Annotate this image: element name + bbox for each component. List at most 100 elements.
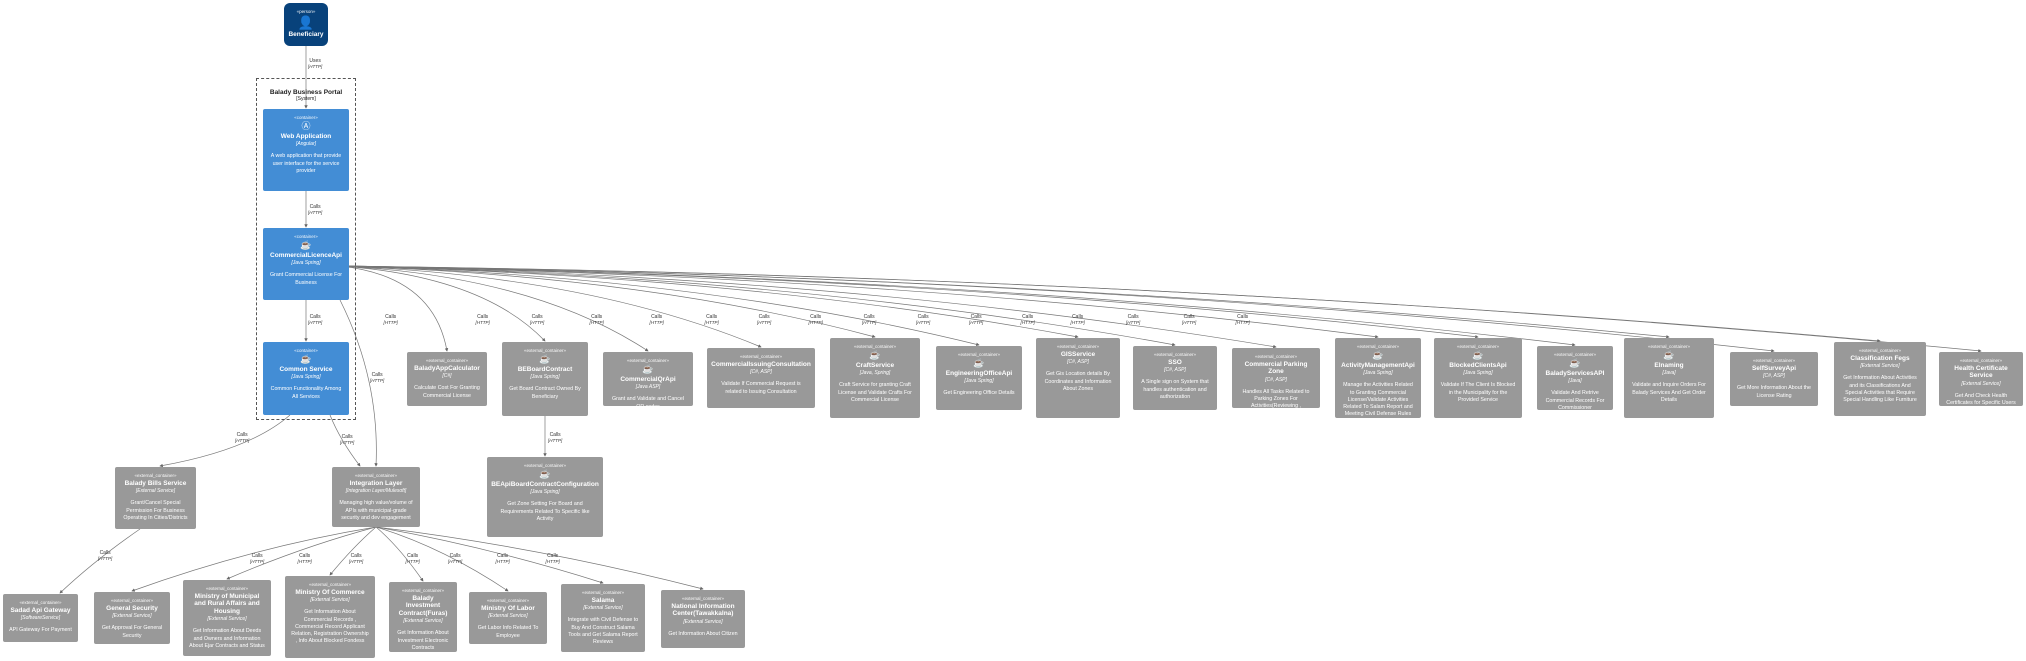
- relationship-verb: Calls: [1183, 314, 1195, 320]
- relationship-arrow: [339, 265, 546, 342]
- relationship-arrow: [339, 265, 1079, 339]
- relationship-tech: [HTTP]: [475, 320, 490, 326]
- node-tech: [External Service]: [683, 618, 723, 625]
- balady-bills-service[interactable]: «external_container» Balady Bills Servic…: [115, 467, 196, 529]
- node-tech: [Java, Spring]: [859, 370, 891, 377]
- stereotype: «external_container»: [1056, 344, 1100, 349]
- commercialissuingconsultation-container[interactable]: «external_container»CommercialIssuingCon…: [707, 348, 815, 408]
- stereotype: «external_container»: [134, 473, 177, 478]
- node-tech: [External Service]: [135, 488, 176, 495]
- elnaming-container[interactable]: «external_container»☕Elnaming[Java]Valid…: [1624, 338, 1714, 418]
- node-desc: Validate And Retrive Commercial Records …: [1545, 390, 1605, 411]
- balady-investment-contract-furas-container[interactable]: «external_container»Balady Investment Co…: [389, 582, 457, 652]
- relationship-tech: [HTTP]: [308, 210, 323, 216]
- relationship-label: Uses[HTTP]: [308, 58, 322, 70]
- relationship-label: Calls[HTTP]: [1021, 314, 1035, 326]
- selfsurveyapi-container[interactable]: «external_container»SelfSurveyApi[C#, AS…: [1730, 352, 1818, 406]
- node-desc: Get Information About Activities and its…: [1843, 375, 1917, 403]
- relationship-arrow: [339, 265, 762, 348]
- node-desc: API Gateway For Payment: [9, 627, 72, 634]
- classification-fegs-container[interactable]: «external_container»Classification Fegs[…: [1834, 342, 1926, 416]
- relationship-tech: [HTTP]: [1126, 320, 1141, 326]
- node-name: BaladyAppCalculator: [414, 365, 480, 372]
- relationship-verb: Calls: [99, 550, 111, 556]
- stereotype: «external_container»: [1647, 344, 1691, 349]
- relationship-tech: [HTTP]: [405, 559, 420, 565]
- relationship-label: Calls[HTTP]: [650, 314, 664, 326]
- relationship-tech: [HTTP]: [340, 440, 355, 446]
- node-name: Balady Investment Contract(Furas): [398, 595, 448, 617]
- beneficiary-person[interactable]: «person» 👤 Beneficiary: [284, 3, 328, 46]
- blockedclientsapi-container[interactable]: «external_container»☕BlockedClientsApi[J…: [1434, 338, 1522, 418]
- stereotype: «external_container»: [1553, 352, 1597, 357]
- node-name: Balady Bills Service: [124, 480, 187, 487]
- node-name: ActivityManagementApi: [1341, 362, 1415, 369]
- node-tech: [Java]: [1568, 378, 1582, 385]
- relationship-arrow: [159, 414, 291, 468]
- relationship-verb: Calls: [385, 314, 397, 320]
- integration-layer[interactable]: «external_container» Integration Layer […: [332, 467, 420, 527]
- baladyservicesapi-container[interactable]: «external_container»☕BaladyServicesAPI[J…: [1537, 346, 1613, 411]
- node-desc: Get Information About Deeds and Owners a…: [189, 628, 265, 649]
- be-api-board-contract-configuration[interactable]: «external_container» ☕ BEApiBoardContrac…: [487, 457, 603, 537]
- relationship-label: Calls[HTTP]: [809, 314, 823, 326]
- boundary-subtitle: [System]: [296, 96, 316, 102]
- node-name: General Security: [106, 605, 158, 612]
- ministry-of-labor-container[interactable]: «external_container»Ministry Of Labor[Ex…: [469, 592, 547, 644]
- java-icon: ☕: [539, 469, 551, 479]
- node-tech: [Java Spring]: [530, 489, 560, 496]
- sso-container[interactable]: «external_container»SSO[C#, ASP]A Single…: [1133, 346, 1217, 410]
- salama-container[interactable]: «external_container»Salama[External Serv…: [561, 584, 645, 652]
- activitymanagementapi-container[interactable]: «external_container»☕ActivityManagementA…: [1335, 338, 1421, 418]
- node-desc: Get Gis Location details By Coordinates …: [1044, 371, 1112, 392]
- relationship-tech: [HTTP]: [1070, 320, 1085, 326]
- baladyappcalculator-container[interactable]: «external_container»BaladyAppCalculator[…: [407, 352, 487, 406]
- node-tech: [Java Spring]: [291, 260, 321, 267]
- beboardcontract-container[interactable]: «external_container»☕BEBoardContract[Jav…: [502, 342, 588, 416]
- node-tech: [Java Spring]: [1363, 370, 1393, 377]
- commercial-parking-zone-container[interactable]: «external_container»Commercial Parking Z…: [1232, 348, 1320, 416]
- ministry-of-municipal-and-rural-affairs-and-housing-container[interactable]: «external_container» Ministry of Municipa…: [183, 580, 271, 656]
- relationship-tech: [HTTP]: [548, 438, 563, 444]
- stereotype: «external_container»: [308, 582, 352, 587]
- relationship-tech: [HTTP]: [297, 559, 312, 565]
- sadad-api-gateway[interactable]: «external_container» Sadad Api Gateway […: [3, 594, 78, 642]
- relationship-label: Calls[HTTP]: [496, 553, 510, 565]
- node-name: Sadad Api Gateway: [10, 607, 71, 614]
- stereotype: «external_container»: [581, 590, 625, 595]
- node-tech: [Java ASP]: [635, 384, 661, 391]
- node-tech: [SoftwareService]: [20, 615, 61, 622]
- ministry-of-commerce-container[interactable]: «external_container»Ministry Of Commerce…: [285, 576, 375, 658]
- relationship-verb: Calls: [341, 434, 353, 440]
- relationship-tech: [HTTP]: [349, 559, 364, 565]
- common-service-container[interactable]: «container» ☕ Common Service [Java Sprin…: [263, 342, 349, 415]
- relationship-tech: [HTTP]: [250, 559, 265, 565]
- commercial-licence-api-container[interactable]: «container» ☕ CommercialLicenceApi [Java…: [263, 228, 349, 300]
- node-desc: Grant Commercial License For Business: [269, 272, 343, 286]
- node-name: Ministry of Municipal and Rural Affairs …: [194, 593, 260, 615]
- relationship-tech: [HTTP]: [969, 320, 984, 326]
- national-information-center-tawakkalna-container[interactable]: «external_container»National Information…: [661, 590, 745, 648]
- relationship-label: Calls[HTTP]: [370, 372, 384, 384]
- stereotype: «external_container»: [205, 586, 249, 591]
- node-name: CommercialLicenceApi: [270, 252, 342, 259]
- node-name: SelfSurveyApi: [1751, 365, 1797, 372]
- relationship-verb: Calls: [810, 314, 822, 320]
- web-application-container[interactable]: «container» Ⓐ Web Application [Angular] …: [263, 109, 349, 191]
- commercialqrapi-container[interactable]: «external_container»☕CommercialQrApi[Jav…: [603, 352, 693, 410]
- stereotype: «external_container»: [626, 358, 670, 363]
- relationship-verb: Calls: [651, 314, 663, 320]
- node-desc: Integrate with Civil Defense to Buy And …: [567, 617, 639, 645]
- health-certificate-service-container[interactable]: «external_container»Health Certificate S…: [1939, 352, 2023, 406]
- relationship-arrow: [339, 265, 1479, 339]
- craftservice-container[interactable]: «external_container»☕CraftService[Java, …: [830, 338, 920, 418]
- relationship-tech: [HTTP]: [808, 320, 823, 326]
- gisservice-container[interactable]: «external_container»GISService[C#, ASP]G…: [1036, 338, 1120, 418]
- engineeringofficeapi-container[interactable]: «external_container»☕EngineeringOfficeAp…: [936, 346, 1022, 410]
- relationship-verb: Calls: [309, 314, 321, 320]
- general-security-container[interactable]: «external_container»General Security[Ext…: [94, 592, 170, 644]
- node-tech: [C#, ASP]: [1265, 376, 1287, 383]
- relationship-verb: Calls: [477, 314, 489, 320]
- relationship-verb: Calls: [371, 372, 383, 378]
- node-name: Classification Fegs: [1850, 355, 1910, 362]
